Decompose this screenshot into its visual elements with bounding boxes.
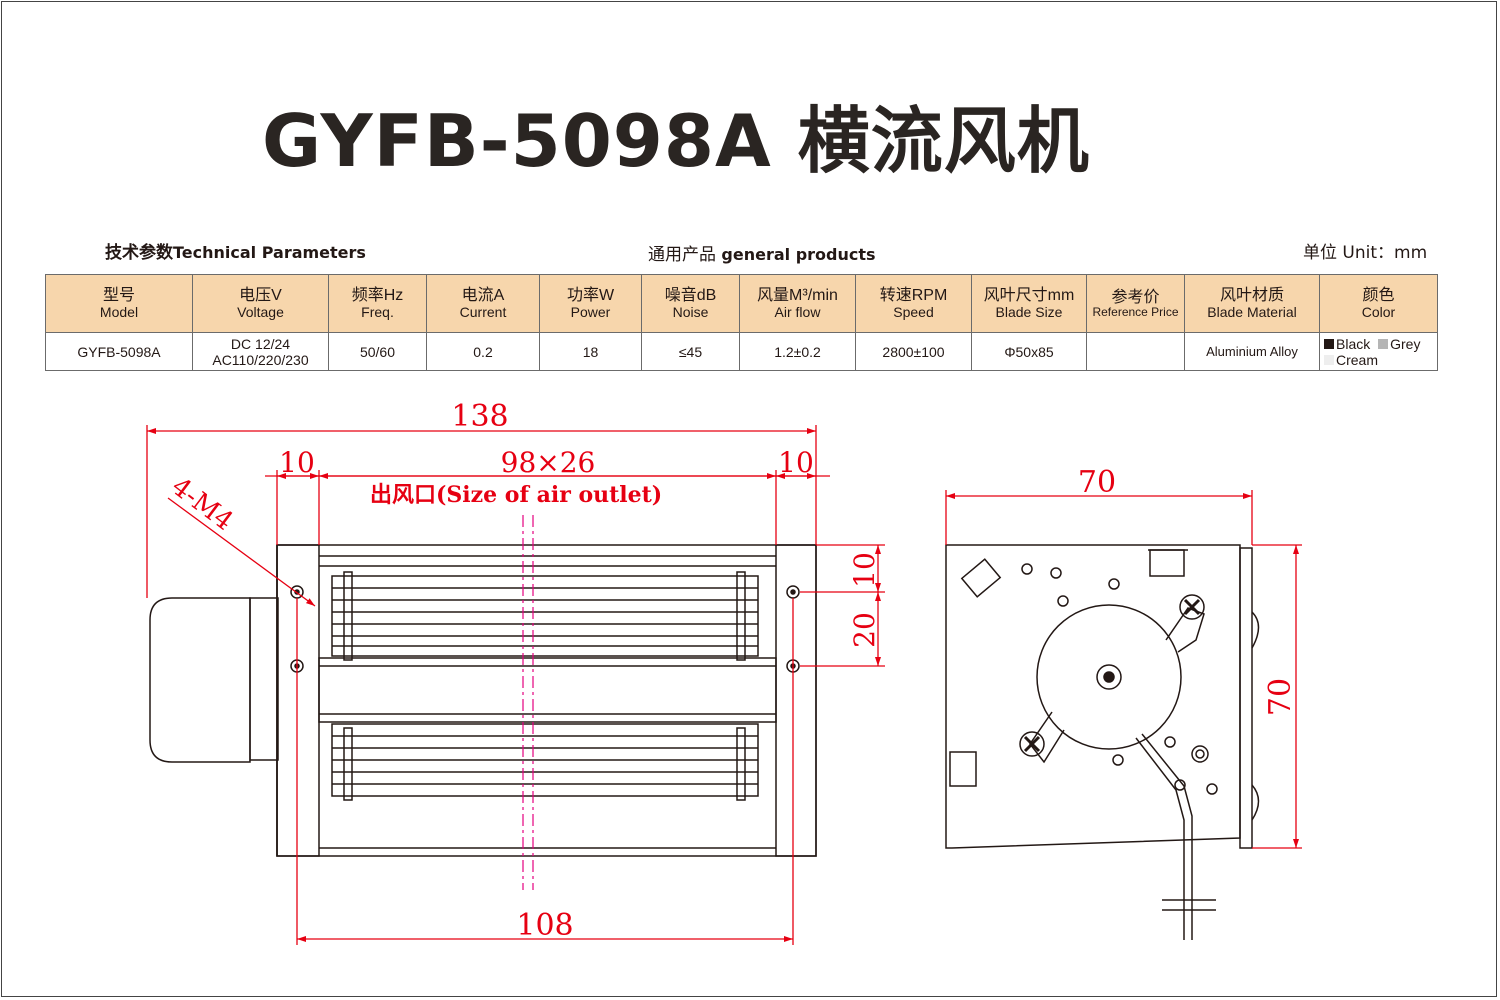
left-clip bbox=[949, 751, 977, 787]
color-grey: Grey bbox=[1390, 335, 1421, 352]
dim-right-margin: 10 bbox=[778, 446, 814, 479]
shaft-inner bbox=[1103, 671, 1115, 683]
cell-material: Aluminium Alloy bbox=[1184, 332, 1320, 371]
screw-bottom bbox=[1019, 731, 1045, 757]
side-dimensions bbox=[945, 490, 1302, 849]
side-view bbox=[945, 544, 1260, 940]
motor-body bbox=[149, 597, 251, 763]
cell-voltage-ac: AC110/220/230 bbox=[212, 351, 309, 368]
dim-side-height: 70 bbox=[1263, 678, 1298, 716]
unit-en: Unit：mm bbox=[1342, 243, 1428, 263]
outlet-band bbox=[318, 657, 777, 723]
dim-top-offset: 10 bbox=[848, 552, 881, 588]
outlet-label: 出风口(Size of air outlet) bbox=[370, 482, 662, 508]
color-swatch-grey bbox=[1378, 338, 1389, 349]
cell-noise: ≤45 bbox=[641, 332, 740, 371]
cell-model: GYFB-5098A bbox=[45, 332, 193, 371]
side-plate bbox=[945, 544, 1241, 849]
general-products-cn: 通用产品 bbox=[648, 245, 716, 265]
motor-flange bbox=[249, 597, 279, 761]
dim-side-width: 70 bbox=[1078, 465, 1116, 500]
cell-voltage-dc: DC 12/24 bbox=[230, 335, 291, 352]
housing-outer bbox=[276, 544, 817, 857]
color-swatch-cream bbox=[1324, 354, 1334, 365]
top-clip bbox=[1149, 549, 1185, 577]
page-title: GYFB-5098A 横流风机 bbox=[262, 99, 1090, 183]
shaft-outer bbox=[1096, 664, 1122, 690]
front-view bbox=[149, 544, 817, 857]
cell-airflow: 1.2±0.2 bbox=[739, 332, 856, 371]
section-label-en: Technical Parameters bbox=[173, 243, 366, 262]
general-products-en: general products bbox=[721, 245, 876, 264]
blade-wheel-upper bbox=[331, 575, 759, 657]
cell-color: Black Grey Cream bbox=[1319, 332, 1438, 371]
front-dimension-labels: 138 10 98×26 10 出风口(Size of air outlet) … bbox=[166, 399, 881, 943]
dim-overall-length: 138 bbox=[451, 399, 508, 434]
unit-label: 单位 Unit：mm bbox=[1303, 238, 1427, 263]
color-swatch-black bbox=[1324, 338, 1334, 349]
cell-freq: 50/60 bbox=[328, 332, 427, 371]
general-products-label: 通用产品 general products bbox=[648, 240, 876, 265]
cable bbox=[1135, 733, 1193, 940]
side-dimension-labels: 70 70 bbox=[1078, 465, 1298, 716]
section-label: 技术参数Technical Parameters bbox=[105, 238, 366, 263]
cell-price bbox=[1086, 332, 1185, 371]
motor-disc bbox=[1036, 604, 1182, 750]
front-dimensions bbox=[146, 425, 885, 945]
cell-blade-size: Φ50x85 bbox=[971, 332, 1087, 371]
screw-top bbox=[1179, 594, 1205, 620]
corner-tab bbox=[960, 558, 1002, 598]
dim-left-margin: 10 bbox=[279, 446, 315, 479]
color-black: Black bbox=[1336, 335, 1371, 352]
color-cream: Cream bbox=[1336, 351, 1379, 368]
dim-hole-vertical: 20 bbox=[848, 612, 881, 648]
section-label-cn: 技术参数 bbox=[105, 243, 173, 263]
front-centerline bbox=[522, 515, 534, 890]
cell-power: 18 bbox=[539, 332, 642, 371]
cell-current: 0.2 bbox=[426, 332, 540, 371]
side-plate-edge bbox=[1239, 547, 1253, 849]
unit-cn: 单位 bbox=[1303, 243, 1337, 263]
dim-outlet-size: 98×26 bbox=[501, 446, 596, 479]
cell-speed: 2800±100 bbox=[855, 332, 972, 371]
dim-hole-spacing: 108 bbox=[516, 908, 573, 943]
